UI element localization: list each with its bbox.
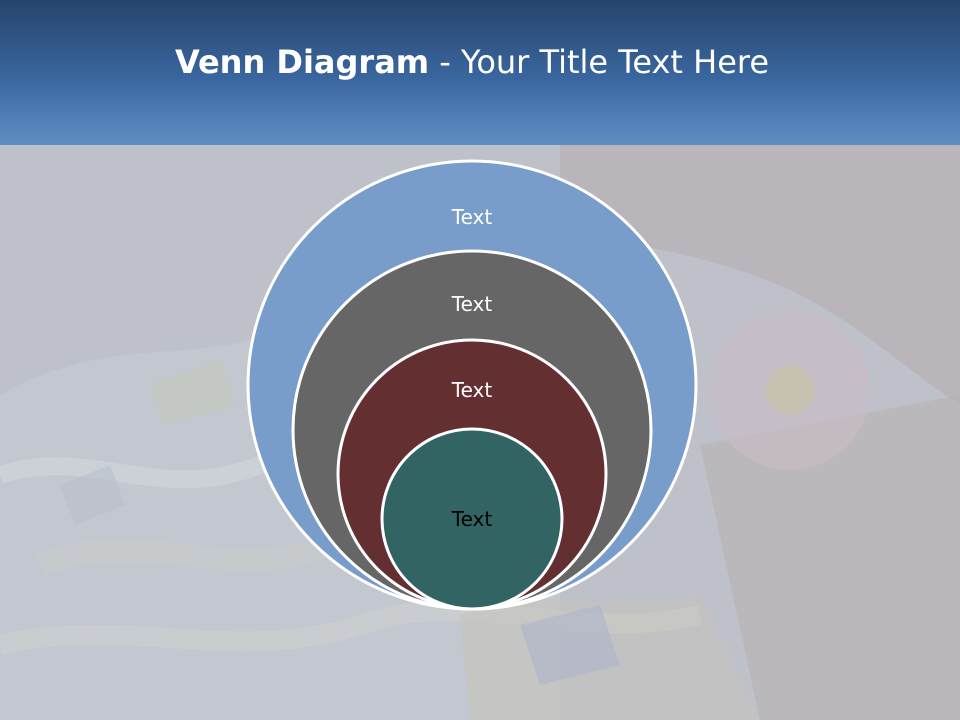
circle-inner <box>380 427 564 611</box>
circle-second-label: Text <box>451 292 493 316</box>
circle-third-label: Text <box>451 378 493 402</box>
circle-outer-label: Text <box>451 205 493 229</box>
title-bar: Venn Diagram - Your Title Text Here <box>0 0 960 145</box>
circle-inner-label: Text <box>451 507 493 531</box>
slide-title: Venn Diagram - Your Title Text Here <box>0 42 944 82</box>
slide-title-rest: - Your Title Text Here <box>429 43 770 81</box>
slide-title-bold: Venn Diagram <box>174 43 430 81</box>
